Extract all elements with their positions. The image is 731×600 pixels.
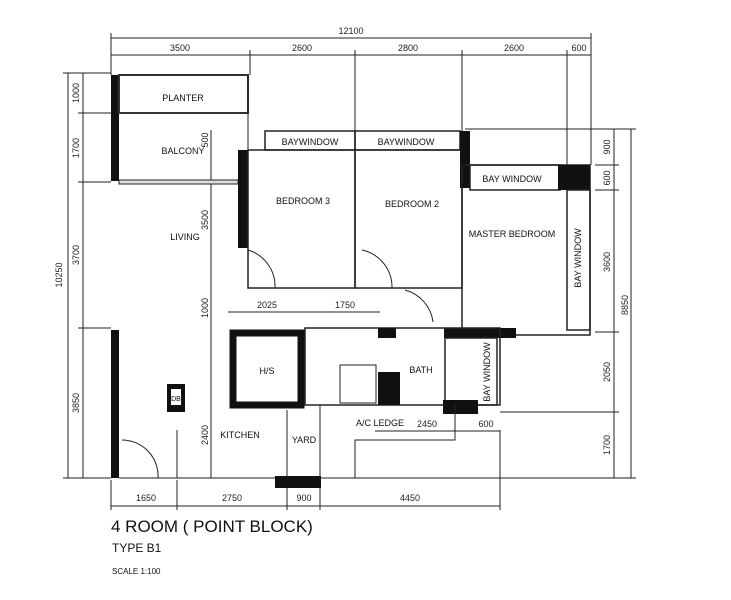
room-master: MASTER BEDROOM [469,229,556,239]
dim-inner: 500 [200,132,210,147]
plan-scale: SCALE 1:100 [112,567,161,576]
dim-bottom: 2750 [222,493,242,503]
room-baywindow: BAYWINDOW [282,137,339,147]
walls [111,74,591,488]
dim-internal: 2025 [257,300,277,310]
dim-internal: 1750 [335,300,355,310]
plan-title: 4 ROOM ( POINT BLOCK) [111,517,313,536]
plan-type: TYPE B1 [112,541,162,555]
dimension-lines [63,33,636,510]
dim-right: 900 [602,139,612,154]
room-balcony: BALCONY [161,146,204,156]
room-yard: YARD [292,435,317,445]
room-bedroom3: BEDROOM 3 [276,196,330,206]
dim-right: 3600 [602,252,612,272]
dim-right: 1700 [602,435,612,455]
room-bath: BATH [409,365,432,375]
dim-bottom: 4450 [400,493,420,503]
room-living: LIVING [170,232,200,242]
dim-right: 600 [602,170,612,185]
room-baywindow: BAY WINDOW [573,228,583,288]
room-kitchen: KITCHEN [220,430,260,440]
dim-bottom: 1650 [136,493,156,503]
dim-top: 2800 [398,43,418,53]
room-baywindow: BAY WINDOW [482,174,542,184]
dim-inner: 2400 [200,425,210,445]
room-baywindow: BAYWINDOW [378,137,435,147]
dim-internal: 600 [478,419,493,429]
dim-top: 2600 [292,43,312,53]
dim-left: 1000 [71,83,81,103]
room-db: DB [171,396,181,403]
room-hs: H/S [259,366,274,376]
dim-left: 3850 [71,393,81,413]
dim-bottom: 900 [296,493,311,503]
room-planter: PLANTER [162,93,204,103]
dim-inner: 1000 [200,298,210,318]
dim-inner: 3500 [200,210,210,230]
dim-top: 3500 [170,43,190,53]
dim-internal: 2450 [417,419,437,429]
dim-top-total: 12100 [338,26,363,36]
room-ac-ledge: A/C LEDGE [356,418,404,428]
dim-right-total: 8850 [620,295,630,315]
dim-top: 2600 [504,43,524,53]
dim-right: 2050 [602,362,612,382]
room-bedroom2: BEDROOM 2 [385,199,439,209]
room-baywindow: BAY WINDOW [482,342,492,402]
room-labels: PLANTER BALCONY LIVING BEDROOM 3 BEDROOM… [161,93,583,445]
dimension-labels: 12100 3500 2600 2800 2600 600 10250 1000… [54,26,630,503]
dim-top: 600 [571,43,586,53]
dim-left-total: 10250 [54,262,64,287]
dim-left: 1700 [71,138,81,158]
dim-left: 3700 [71,245,81,265]
